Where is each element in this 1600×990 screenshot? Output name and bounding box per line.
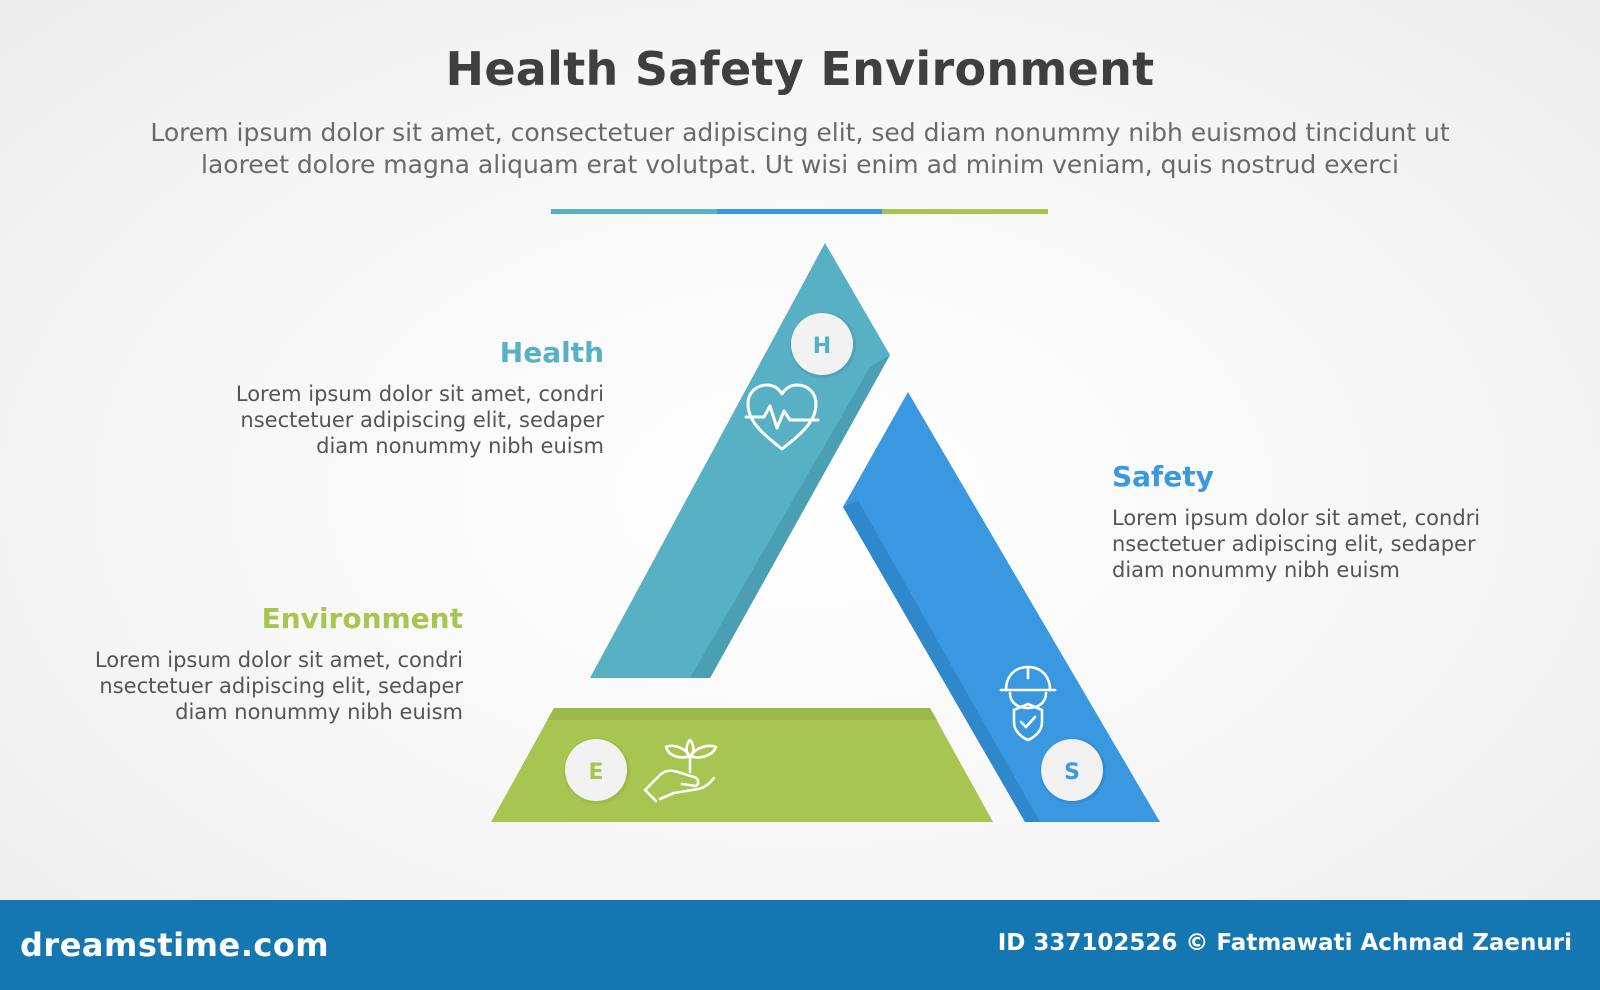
- environment-letter: E: [588, 760, 603, 785]
- divider-health: [551, 209, 717, 214]
- safety-title: Safety: [1112, 460, 1214, 493]
- page-subtitle: Lorem ipsum dolor sit amet, consectetuer…: [150, 118, 1450, 179]
- environment-desc-line: Lorem ipsum dolor sit amet, condri: [94, 648, 463, 672]
- environment-desc-line: nsectetuer adipiscing elit, sedaper: [99, 674, 463, 698]
- environment-title: Environment: [261, 602, 463, 635]
- safety-label-block: Safety Lorem ipsum dolor sit amet, condr…: [1112, 460, 1512, 583]
- worker-shield-icon: [999, 665, 1057, 742]
- health-segment: H: [590, 243, 890, 678]
- health-desc-line: diam nonummy nibh euism: [316, 434, 604, 458]
- health-desc-line: Lorem ipsum dolor sit amet, condri: [235, 382, 604, 406]
- divider-safety: [716, 209, 883, 214]
- safety-description: Lorem ipsum dolor sit amet, condri nsect…: [1112, 505, 1512, 583]
- health-description: Lorem ipsum dolor sit amet, condri nsect…: [220, 381, 604, 459]
- safety-segment: S: [843, 392, 1160, 822]
- page-title: Health Safety Environment: [445, 42, 1155, 96]
- health-label-block: Health Lorem ipsum dolor sit amet, condr…: [220, 336, 604, 459]
- title-divider: [551, 209, 1049, 214]
- environment-description: Lorem ipsum dolor sit amet, condri nsect…: [60, 647, 463, 725]
- safety-letter: S: [1064, 760, 1080, 785]
- heart-pulse-icon: [744, 383, 820, 451]
- environment-segment: E: [491, 708, 993, 822]
- safety-desc-line: nsectetuer adipiscing elit, sedaper: [1112, 532, 1476, 556]
- hse-triangle-diagram: H S E: [491, 243, 1160, 822]
- health-letter: H: [813, 334, 831, 359]
- divider-environment: [882, 209, 1049, 214]
- environment-desc-line: diam nonummy nibh euism: [175, 700, 463, 724]
- footer-credit: ID 337102526 © Fatmawati Achmad Zaenuri: [997, 930, 1572, 956]
- hand-plant-icon: [643, 738, 718, 803]
- health-title: Health: [499, 336, 604, 369]
- health-desc-line: nsectetuer adipiscing elit, sedaper: [240, 408, 604, 432]
- environment-label-block: Environment Lorem ipsum dolor sit amet, …: [60, 602, 463, 725]
- safety-desc-line: diam nonummy nibh euism: [1112, 558, 1400, 582]
- footer-brand: dreamstime.com: [20, 926, 330, 964]
- safety-desc-line: Lorem ipsum dolor sit amet, condri: [1112, 506, 1481, 530]
- footer-bar: dreamstime.com ID 337102526 © Fatmawati …: [0, 900, 1600, 990]
